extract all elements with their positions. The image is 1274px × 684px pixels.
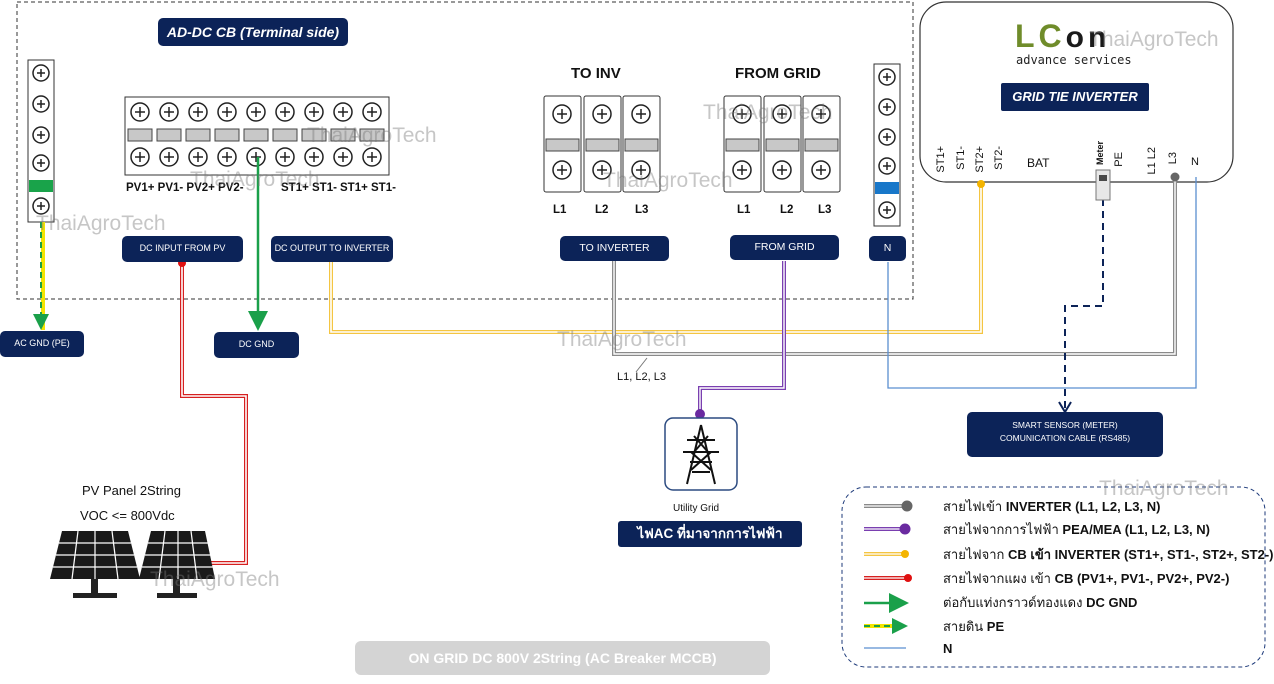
inv-bat: BAT [1027, 156, 1050, 170]
footer-caption: ON GRID DC 800V 2String (AC Breaker MCCB… [355, 641, 770, 675]
dc-gnd-label: DC GND [214, 332, 299, 358]
pv-panel-title: PV Panel 2String [82, 483, 182, 498]
meter-device [1095, 169, 1111, 201]
inv-pin-st2p: ST2+ [974, 146, 986, 173]
logo-sub: advance services [1016, 53, 1132, 67]
inv-n: N [1191, 156, 1199, 168]
inv-pin-st1p: ST1+ [935, 146, 947, 173]
to-inv-l1: L1 [553, 204, 567, 216]
inv-pin-st2m: ST2- [993, 146, 1005, 170]
from-grid-header: FROM GRID [735, 65, 821, 82]
inv-meter: Meter [1095, 141, 1105, 166]
pv-panel-voc: VOC <= 800Vdc [80, 508, 175, 523]
legend-item-pea: สายไฟจากการไฟฟ้า PEA/MEA (L1, L2, L3, N) [943, 521, 1210, 537]
solar-panels-icon [50, 530, 215, 598]
dc-input-label: DC INPUT FROM PV [122, 236, 243, 262]
from-grid-l2: L2 [780, 204, 794, 216]
dc-output-label: DC OUTPUT TO INVERTER [271, 236, 393, 262]
n-terminal-strip [873, 63, 901, 227]
smart-sensor-line-1: SMART SENSOR (METER) [1012, 420, 1118, 430]
logo-l: L [1015, 18, 1039, 54]
to-inverter-label: TO INVERTER [560, 236, 669, 261]
st-terminal-labels-2: ST1+ ST1- [340, 182, 396, 194]
legend-item-dc-gnd: ต่อกับแท่งกราวด์ทองแดง DC GND [943, 594, 1138, 610]
pv-terminal-labels: PV1+ PV1- PV2+ PV2- [126, 182, 244, 194]
inv-pin-st1m: ST1- [955, 146, 967, 170]
cb-enclosure [16, 1, 914, 300]
utility-grid-icon [664, 417, 738, 491]
left-terminal-strip [27, 59, 55, 223]
to-inv-header: TO INV [571, 65, 621, 82]
legend-item-n: N [943, 640, 953, 656]
inverter-title: GRID TIE INVERTER [1001, 83, 1149, 111]
legend-box [841, 486, 1266, 668]
inv-pe: PE [1113, 152, 1125, 167]
logo-c: C [1038, 18, 1066, 54]
from-grid-label: FROM GRID [730, 235, 839, 260]
n-wire-blue [887, 177, 1197, 389]
to-inv-breaker [543, 95, 661, 193]
from-grid-l1: L1 [737, 204, 751, 216]
pv-wire-red [180, 263, 248, 565]
rs485-wire [1064, 199, 1104, 410]
ac-gnd-label: AC GND (PE) [0, 331, 84, 357]
n-label: N [869, 236, 906, 261]
legend-item-pe: สายดิน PE [943, 618, 1005, 634]
st-terminal-labels-1: ST1+ ST1- [281, 182, 337, 194]
inv-l3: L3 [1167, 152, 1179, 165]
grid-wire-purple [698, 261, 786, 414]
to-inv-l3: L3 [635, 204, 649, 216]
smart-sensor-label: SMART SENSOR (METER) COMUNICATION CABLE … [967, 412, 1163, 457]
legend-item-panel: สายไฟจากแผง เข้า CB (PV1+, PV1-, PV2+, P… [943, 570, 1230, 586]
utility-grid-label: Utility Grid [673, 503, 720, 514]
legend-item-cb-inverter: สายไฟจาก CB เข้า INVERTER (ST1+, ST1-, S… [943, 546, 1274, 562]
from-grid-breaker [723, 95, 841, 193]
from-grid-l3: L3 [818, 204, 832, 216]
l123-label: L1, L2, L3 [617, 371, 666, 383]
smart-sensor-line-2: COMUNICATION CABLE (RS485) [999, 433, 1131, 443]
legend: สายไฟเข้า INVERTER (L1, L2, L3, N) สายไฟ… [911, 496, 1274, 666]
lcon-logo: LCon [1015, 18, 1110, 55]
logo-on: on [1065, 21, 1111, 54]
dc-terminal-block [124, 96, 390, 176]
to-inv-l2: L2 [595, 204, 609, 216]
legend-item-inverter: สายไฟเข้า INVERTER (L1, L2, L3, N) [943, 498, 1161, 514]
ac-utility-label: ไฟAC ที่มาจากการไฟฟ้า [618, 521, 802, 547]
legend-symbols [864, 500, 913, 649]
inv-l1l2: L1 L2 [1146, 147, 1158, 175]
cb-title: AD-DC CB (Terminal side) [158, 18, 348, 46]
